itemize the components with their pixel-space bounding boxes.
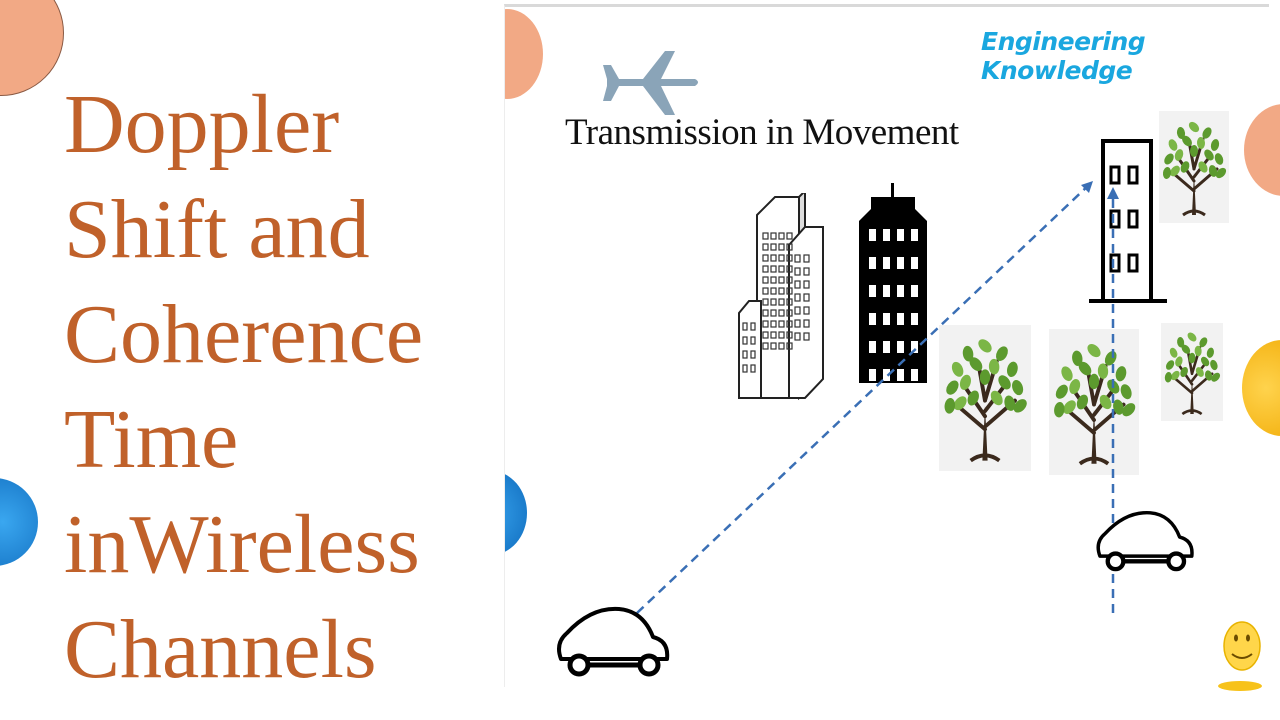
building-icon [1089, 139, 1167, 303]
car-icon [1096, 511, 1194, 572]
blue-circle-decoration [505, 471, 527, 555]
brand-logo: Engineering Knowledge [981, 27, 1146, 85]
title-panel: Doppler Shift and Coherence Time inWirel… [0, 0, 504, 720]
title-line: Time [64, 393, 239, 486]
tree-icon [1159, 111, 1229, 223]
tree-icon [939, 325, 1031, 471]
tree-icon [1049, 329, 1139, 475]
car-icon [557, 606, 670, 677]
office-buildings-icon [738, 193, 824, 401]
title-line: Channels [64, 603, 377, 696]
title-line: inWireless [64, 498, 420, 591]
blue-circle-decoration [0, 478, 38, 566]
title-line: Doppler [64, 78, 340, 171]
smiley-icon [1218, 621, 1262, 691]
title-line: Coherence [64, 288, 424, 381]
tree-icon [1161, 323, 1223, 421]
title-line: Shift and [64, 183, 370, 276]
page-title: Doppler Shift and Coherence Time inWirel… [64, 72, 504, 702]
slide-heading: Transmission in Movement [565, 112, 959, 153]
dark-tower-icon [859, 183, 927, 383]
slide-illustration: Engineering Knowledge Transmission in Mo… [504, 4, 1269, 687]
peach-circle-decoration [0, 0, 64, 96]
signal-paths [636, 181, 1119, 614]
arrow-head [1081, 181, 1093, 193]
airplane-icon [603, 51, 698, 115]
signal-path-diagonal [636, 182, 1092, 614]
arrow-head [1107, 187, 1119, 199]
